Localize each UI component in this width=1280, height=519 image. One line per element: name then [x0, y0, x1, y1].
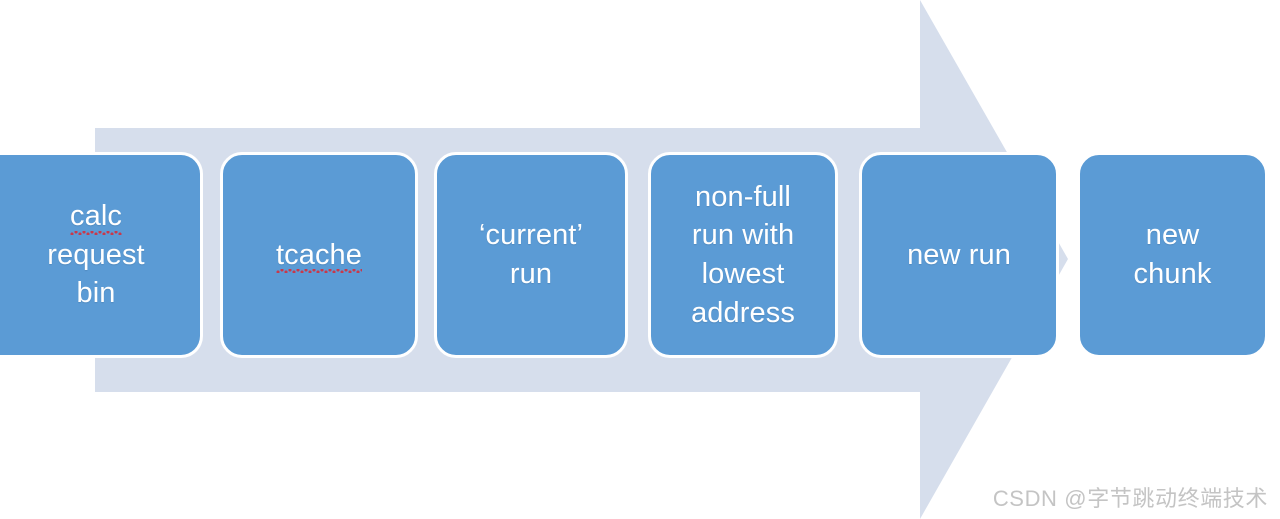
step-label-line-2: run with	[691, 219, 795, 252]
step-label-line-3: lowest	[701, 258, 785, 290]
step-label-tcache: tcache	[268, 236, 370, 275]
step-label-new-run: new run	[907, 238, 1011, 271]
step-label-line-1: ‘current’	[478, 219, 584, 252]
step-label-line-1: new	[1145, 219, 1200, 252]
step-label-current-run: ‘current’ run	[471, 216, 591, 293]
step-box-tcache[interactable]: tcache	[220, 152, 418, 358]
step-label-line-4: address	[691, 296, 795, 329]
step-box-new-run[interactable]: new run	[859, 152, 1059, 358]
step-label-line-3: bin	[76, 277, 116, 310]
step-label-line-1: non-full	[695, 180, 791, 213]
csdn-watermark: CSDN @字节跳动终端技术	[992, 486, 1268, 511]
step-box-new-chunk[interactable]: new chunk	[1077, 152, 1268, 358]
spellcheck-squiggle-calc: calc	[70, 197, 122, 236]
step-label-non-full-run: non-full run with lowest address	[683, 178, 803, 332]
step-label-new-chunk: new chunk	[1126, 216, 1220, 293]
step-label-line-2: chunk	[1133, 258, 1212, 290]
spellcheck-squiggle-tcache: tcache	[275, 236, 363, 275]
step-label-line-2: run	[509, 258, 553, 290]
step-box-current-run[interactable]: ‘current’ run	[434, 152, 628, 358]
step-label-line-2: request	[47, 238, 145, 271]
step-box-non-full-run-lowest-address[interactable]: non-full run with lowest address	[648, 152, 838, 358]
